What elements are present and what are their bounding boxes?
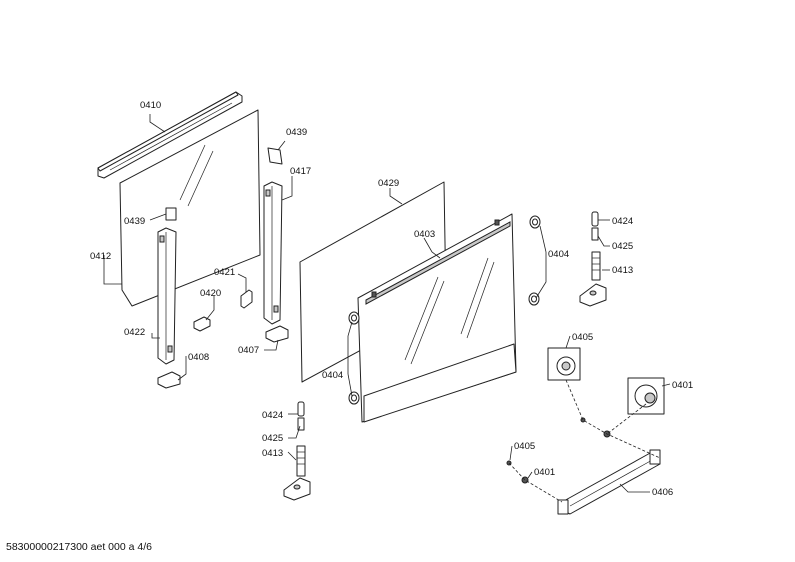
label-0405-top: 0405	[572, 332, 593, 343]
label-0406: 0406	[652, 487, 673, 498]
part-0413-hinge-left[interactable]	[283, 445, 311, 501]
label-0413-left: 0413	[262, 448, 283, 459]
part-labels: 0410 0439 0417 0439 0412 0421 0420 0422 …	[90, 100, 693, 498]
label-0421: 0421	[214, 267, 235, 278]
label-0422: 0422	[124, 327, 145, 338]
part-0439-clip-left[interactable]	[165, 207, 177, 221]
part-0401-end-cap[interactable]	[603, 377, 665, 438]
label-0408: 0408	[188, 352, 209, 363]
label-0407: 0407	[238, 345, 259, 356]
label-0404-right: 0404	[548, 249, 569, 260]
label-0420: 0420	[200, 288, 221, 299]
part-0425-spring-left[interactable]	[297, 417, 305, 431]
label-0425-right: 0425	[612, 241, 633, 252]
assembly-lines	[508, 379, 661, 503]
part-0424-pin-left[interactable]	[297, 401, 305, 417]
part-0410-top-trim[interactable]	[97, 91, 243, 179]
label-0412: 0412	[90, 251, 111, 262]
label-0424-right: 0424	[612, 216, 633, 227]
part-0404-bushing-top[interactable]	[529, 215, 541, 229]
label-0429: 0429	[378, 178, 399, 189]
leader-lines	[103, 114, 671, 493]
part-0408-bracket[interactable]	[157, 371, 181, 389]
part-0406-handle-bar[interactable]	[557, 449, 661, 515]
part-0425-spring-right[interactable]	[591, 227, 599, 241]
part-0439-clip-right[interactable]	[267, 147, 283, 165]
label-0413-right: 0413	[612, 265, 633, 276]
label-0410: 0410	[140, 100, 161, 111]
label-0425-left: 0425	[262, 433, 283, 444]
label-0439-right: 0439	[286, 127, 307, 138]
part-0421-fitting[interactable]	[240, 289, 253, 309]
drawing-reference: 58300000217300 aet 000 a 4/6	[6, 541, 152, 553]
part-0422-left-rail[interactable]	[157, 227, 177, 365]
part-0417-right-rail[interactable]	[263, 181, 283, 325]
part-0412-inner-glass[interactable]	[119, 109, 261, 307]
label-0424-left: 0424	[262, 410, 283, 421]
part-0405-handle-mount[interactable]	[547, 347, 586, 423]
label-0405-bottom: 0405	[514, 441, 535, 452]
part-0403-outer-door[interactable]	[357, 213, 517, 423]
part-0407-bracket[interactable]	[265, 325, 289, 343]
label-0401-bottom: 0401	[534, 467, 555, 478]
label-0417: 0417	[290, 166, 311, 177]
part-0420-fitting[interactable]	[193, 316, 211, 332]
part-0413-hinge-right[interactable]	[579, 251, 607, 307]
part-0404-bushing-bottom[interactable]	[528, 292, 540, 306]
label-0404-left: 0404	[322, 370, 343, 381]
label-0401-top: 0401	[672, 380, 693, 391]
label-0439-left: 0439	[124, 216, 145, 227]
part-0404-bushing-door-bottom[interactable]	[348, 391, 360, 405]
part-0404-bushing-door-top[interactable]	[348, 311, 360, 325]
part-0424-pin-right[interactable]	[591, 211, 599, 227]
label-0403: 0403	[414, 229, 435, 240]
